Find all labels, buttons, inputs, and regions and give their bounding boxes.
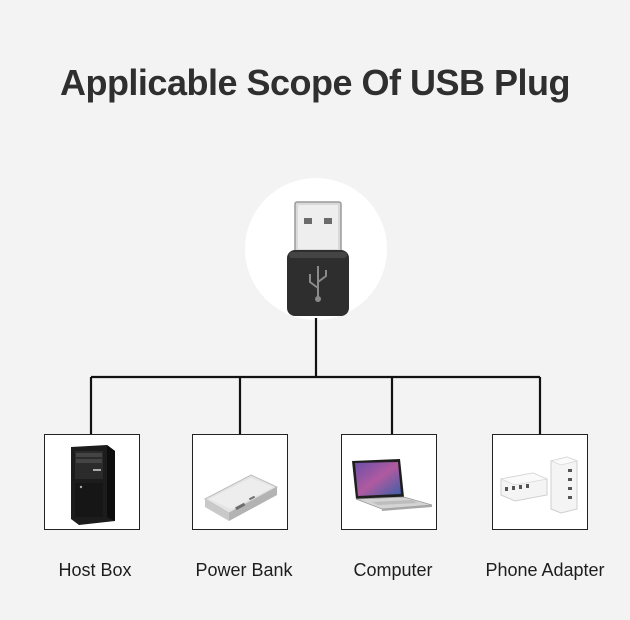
usb-plug-icon	[287, 201, 349, 316]
device-label-power-bank: Power Bank	[195, 560, 293, 580]
device-box-computer	[341, 434, 437, 530]
device-box-power-bank	[192, 434, 288, 530]
device-label-host-box: Host Box	[58, 560, 132, 580]
device-label-computer: Computer	[353, 560, 433, 580]
usb-plug-circle	[245, 178, 387, 320]
device-label-phone-adapter: Phone Adapter	[485, 560, 605, 580]
computer-icon	[352, 459, 433, 511]
phone-adapter-icon	[499, 456, 579, 514]
device-box-host-box	[44, 434, 140, 530]
host-box-icon	[71, 445, 115, 525]
page-title: Applicable Scope Of USB Plug	[59, 62, 571, 103]
power-bank-icon	[203, 474, 279, 521]
device-box-phone-adapter	[492, 434, 588, 530]
